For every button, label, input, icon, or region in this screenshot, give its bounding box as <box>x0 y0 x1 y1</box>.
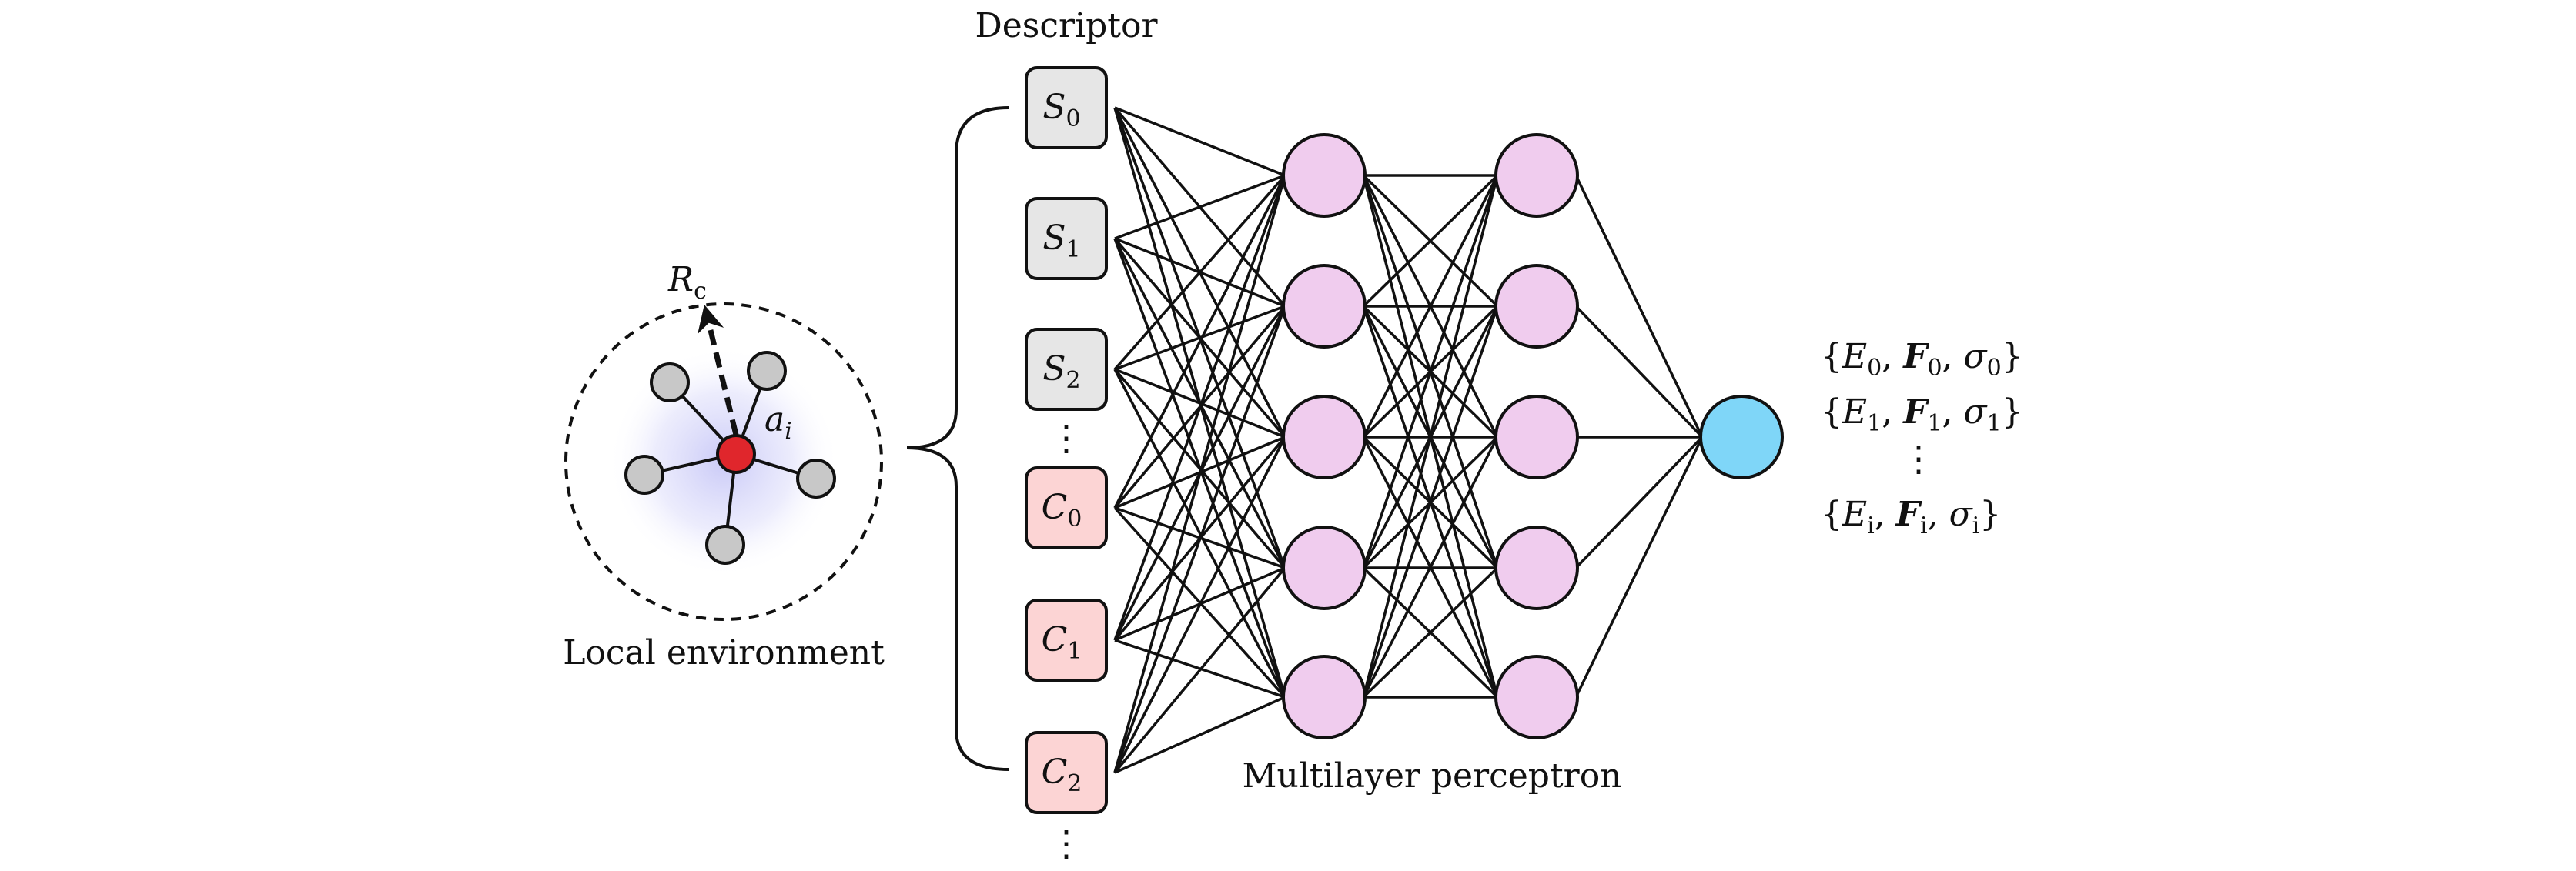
network-nodes <box>1282 133 1784 739</box>
hidden-neuron-layer1 <box>1282 264 1367 349</box>
hidden-neuron-layer2 <box>1494 133 1579 218</box>
input-connection <box>1114 368 1286 439</box>
neighbor-atom <box>796 459 836 499</box>
output-properties: {E0, F0, σ0} {E1, F1, σ1} {Ei, Fi, σi} <box>1821 337 2023 539</box>
input-connection <box>1113 436 1286 773</box>
descriptor-box <box>1025 731 1108 814</box>
descriptor-input-label: C1 <box>1042 620 1082 665</box>
central-atom-label: ai <box>764 400 792 445</box>
descriptor-input-label: C0 <box>1042 488 1082 532</box>
hidden-connection <box>1362 436 1499 698</box>
descriptor-input-composition: C2 <box>1025 731 1108 814</box>
cutoff-radius-label: Rc <box>667 260 707 305</box>
neighbor-atom <box>747 351 787 391</box>
hidden-connection <box>1362 175 1499 698</box>
descriptor-input-label: C2 <box>1042 753 1082 797</box>
output-neuron <box>1699 395 1784 479</box>
local-environment-label: Local environment <box>563 633 885 672</box>
network-connections <box>1113 106 1704 774</box>
descriptor-vdots: ⋮ <box>1049 417 1084 459</box>
descriptor-input-label: S2 <box>1042 349 1080 394</box>
input-connection <box>1113 369 1286 698</box>
descriptor-input-composition: C1 <box>1025 599 1108 682</box>
descriptor-box <box>1025 197 1108 280</box>
input-connection <box>1113 174 1286 371</box>
input-connection <box>1113 175 1286 509</box>
input-connection <box>1113 175 1286 641</box>
descriptor-box <box>1025 466 1108 549</box>
descriptor-vdots: ⋮ <box>1049 823 1084 864</box>
multilayer-perceptron-label: Multilayer perceptron <box>1242 756 1621 796</box>
descriptor-input-label: S1 <box>1042 219 1080 263</box>
output-vdots: ⋮ <box>1901 438 1936 479</box>
output-property-set: {Ei, Fi, σi} <box>1821 495 2001 539</box>
input-connection <box>1113 566 1286 774</box>
output-connection <box>1574 305 1704 439</box>
input-connection <box>1113 368 1286 569</box>
input-connection <box>1114 106 1286 177</box>
hidden-connection <box>1362 175 1499 438</box>
input-connection <box>1114 696 1286 774</box>
hidden-neuron-layer2 <box>1494 655 1579 739</box>
descriptor-input-structure: S2 <box>1025 328 1108 411</box>
hidden-neuron-layer1 <box>1282 133 1367 218</box>
input-connection <box>1114 305 1286 371</box>
descriptor-box <box>1025 599 1108 682</box>
neighbor-atom <box>624 455 664 495</box>
descriptor-input-structure: S1 <box>1025 197 1108 280</box>
hidden-neuron-layer1 <box>1282 655 1367 739</box>
output-connection <box>1574 436 1704 569</box>
output-connection <box>1574 175 1704 438</box>
descriptor-input-composition: C0 <box>1025 466 1108 549</box>
hidden-neuron-layer2 <box>1494 526 1579 610</box>
descriptor-box <box>1025 66 1108 149</box>
local-environment: Rc ai Local environment <box>563 260 885 672</box>
descriptor-box <box>1025 328 1108 411</box>
descriptor-input-structure: S0 <box>1025 66 1108 149</box>
input-connection <box>1113 175 1286 773</box>
descriptor-input-label: S0 <box>1042 88 1080 132</box>
cutoff-sphere <box>564 302 883 621</box>
output-property-set: {E0, F0, σ0} <box>1821 337 2023 382</box>
hidden-neuron-layer1 <box>1282 526 1367 610</box>
hidden-neuron-layer2 <box>1494 264 1579 349</box>
hidden-neuron-layer2 <box>1494 395 1579 479</box>
hidden-connection <box>1362 175 1499 569</box>
hidden-connection <box>1362 174 1499 308</box>
neighbor-atom <box>705 525 745 565</box>
output-connection <box>1574 436 1704 698</box>
input-connection <box>1113 305 1286 773</box>
input-connection <box>1114 174 1286 240</box>
hidden-connection <box>1362 305 1499 698</box>
central-atom <box>716 434 756 474</box>
cutoff-radius-arrow <box>698 304 739 436</box>
neighbor-atom <box>650 362 690 402</box>
hidden-neuron-layer1 <box>1282 395 1367 479</box>
descriptor-brace <box>906 106 1009 771</box>
output-property-set: {E1, F1, σ1} <box>1821 392 2023 437</box>
hidden-connection <box>1362 566 1499 699</box>
descriptor-label: Descriptor <box>975 6 1158 45</box>
